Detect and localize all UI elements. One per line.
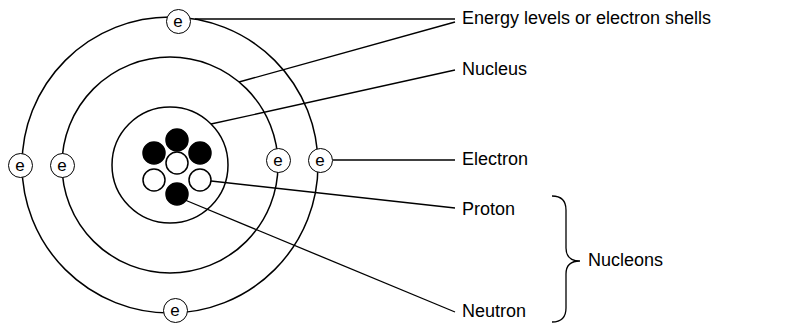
- part-label: Nucleons: [588, 251, 663, 271]
- nucleus-outline: [112, 107, 228, 223]
- part-label: Nucleus: [462, 60, 527, 80]
- electron-symbol: e: [15, 157, 24, 174]
- electron-symbol: e: [315, 152, 324, 169]
- electron-circle: e: [308, 148, 333, 173]
- leader-line: [211, 70, 455, 124]
- electron-circle: e: [266, 148, 291, 173]
- leader-line: [211, 181, 455, 208]
- neutron-particle: [166, 183, 188, 205]
- leader-line: [185, 200, 455, 312]
- inner-shell: [62, 57, 278, 273]
- outer-shell: [22, 17, 318, 313]
- part-label: Neutron: [462, 302, 526, 322]
- leader-line: [195, 18, 455, 19]
- proton-particle: [166, 152, 188, 174]
- part-label: Electron: [462, 150, 528, 170]
- neutron-particle: [143, 142, 165, 164]
- part-label: Proton: [462, 200, 515, 220]
- leader-line: [333, 159, 455, 160]
- electron-circle: e: [163, 298, 188, 323]
- electron-circle: e: [166, 9, 191, 34]
- electron-symbol: e: [273, 152, 282, 169]
- electron-symbol: e: [57, 157, 66, 174]
- electron-circle: e: [8, 153, 33, 178]
- proton-particle: [143, 169, 165, 191]
- neutron-particle: [166, 129, 188, 151]
- neutron-particle: [189, 142, 211, 164]
- proton-particle: [189, 169, 211, 191]
- curly-bracket: [552, 196, 580, 322]
- electron-symbol: e: [173, 13, 182, 30]
- electron-circle: e: [50, 153, 75, 178]
- leader-line: [239, 22, 455, 82]
- electron-symbol: e: [170, 302, 179, 319]
- part-label: Energy levels or electron shells: [462, 9, 711, 29]
